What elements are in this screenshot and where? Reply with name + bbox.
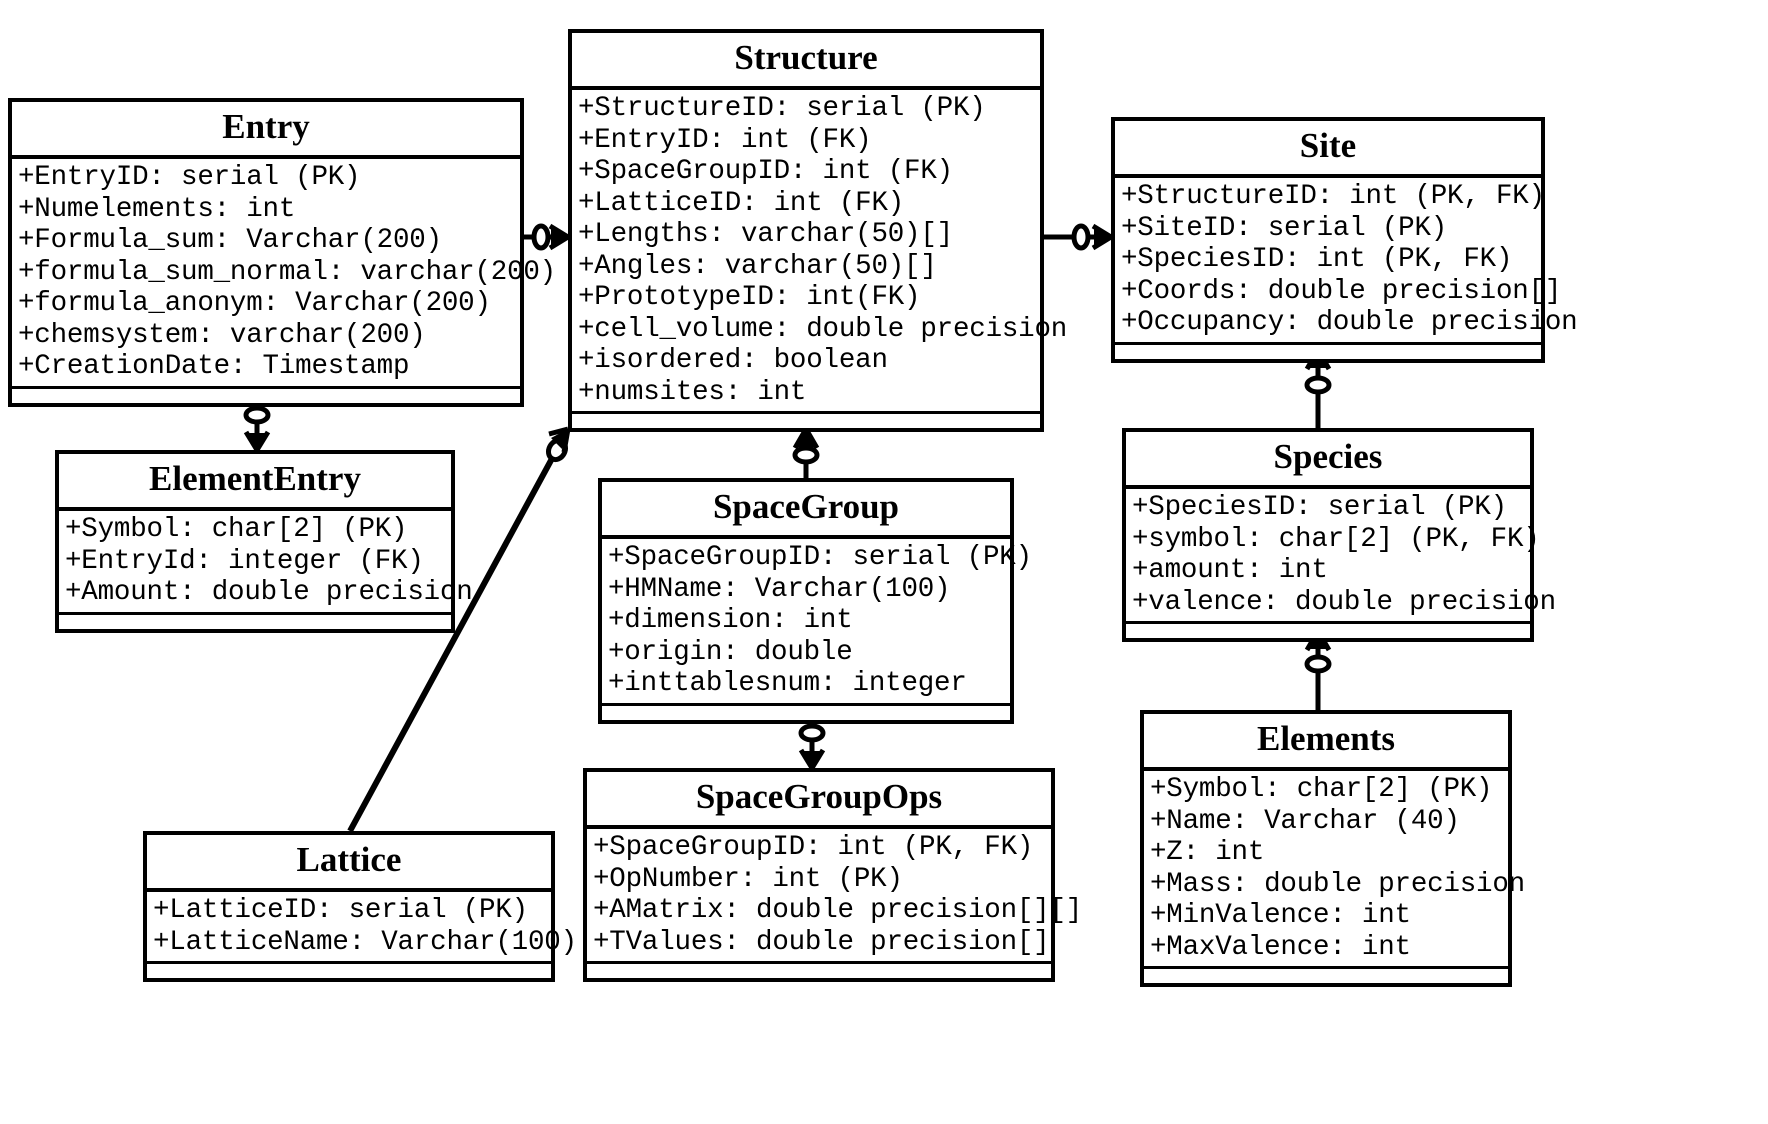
attribute-row: +OpNumber: int (PK) (593, 863, 903, 895)
connector-structure-spacegroup (792, 427, 820, 478)
connector-structure-site (1044, 223, 1113, 251)
attribute-row: +PrototypeID: int(FK) (578, 282, 921, 314)
attribute-row: +MinValence: int (1150, 900, 1411, 932)
attribute-row: +LatticeName: Varchar(100) (153, 926, 577, 958)
attribute-row: +numsites: int (578, 376, 807, 408)
attribute-row: +LatticeID: serial (PK) (153, 895, 528, 927)
entity-title-space-group-ops: SpaceGroupOps (587, 772, 1051, 830)
attribute-row: +Symbol: char[2] (PK) (1150, 774, 1493, 806)
entity-footer-elements (1144, 969, 1508, 983)
attribute-row: +dimension: int (608, 605, 853, 637)
attribute-row: +AMatrix: double precision[][] (593, 895, 1083, 927)
attribute-row: +StructureID: serial (PK) (578, 93, 986, 125)
entity-title-species: Species (1126, 432, 1530, 490)
entity-title-site: Site (1115, 121, 1541, 179)
attribute-row: +Z: int (1150, 837, 1265, 869)
entity-footer-element-entry (59, 615, 451, 629)
attribute-row: +Amount: double precision (65, 577, 473, 609)
entity-attributes-elements: +Symbol: char[2] (PK) +Name: Varchar (40… (1144, 771, 1525, 970)
entity-title-element-entry: ElementEntry (59, 454, 451, 512)
entity-title-entry: Entry (12, 102, 520, 160)
entity-attributes-space-group: +SpaceGroupID: serial (PK) +HMName: Varc… (602, 539, 1032, 706)
entity-attributes-element-entry: +Symbol: char[2] (PK) +EntryId: integer … (59, 511, 473, 615)
attribute-row: +isordered: boolean (578, 345, 888, 377)
attribute-row: +Name: Varchar (40) (1150, 805, 1460, 837)
entity-title-structure: Structure (572, 33, 1040, 91)
attribute-row: +EntryId: integer (FK) (65, 545, 424, 577)
attribute-row: +Coords: double precision[] (1121, 275, 1562, 307)
attribute-row: +SpeciesID: serial (PK) (1132, 492, 1507, 524)
entity-footer-structure (572, 414, 1040, 428)
entity-species[interactable]: Species +SpeciesID: serial (PK) +symbol:… (1122, 428, 1556, 643)
entity-attributes-structure: +StructureID: serial (PK) +EntryID: int … (572, 90, 1068, 415)
entity-lattice[interactable]: Lattice +LatticeID: serial (PK) +Lattice… (143, 831, 577, 983)
attribute-row: +HMName: Varchar(100) (608, 573, 951, 605)
entity-attributes-space-group-ops: +SpaceGroupID: int (PK, FK) +OpNumber: i… (587, 829, 1083, 965)
entity-space-group-ops[interactable]: SpaceGroupOps +SpaceGroupID: int (PK, FK… (583, 768, 1083, 983)
attribute-row: +StructureID: int (PK, FK) (1121, 181, 1545, 213)
entity-title-elements: Elements (1144, 714, 1508, 772)
entity-title-space-group: SpaceGroup (602, 482, 1010, 540)
attribute-row: +EntryID: serial (PK) (18, 162, 361, 194)
entity-title-lattice: Lattice (147, 835, 551, 893)
attribute-row: +Occupancy: double precision (1121, 307, 1578, 339)
entity-footer-site (1115, 345, 1541, 359)
entity-site[interactable]: Site +StructureID: int (PK, FK) +SiteID:… (1111, 117, 1578, 363)
attribute-row: +SpaceGroupID: int (FK) (578, 156, 953, 188)
attribute-row: +CreationDate: Timestamp (18, 351, 410, 383)
entity-elements[interactable]: Elements +Symbol: char[2] (PK) +Name: Va… (1140, 710, 1525, 988)
attribute-row: +MaxValence: int (1150, 931, 1411, 963)
attribute-row: +LatticeID: int (FK) (578, 187, 905, 219)
attribute-row: +origin: double (608, 636, 853, 668)
entity-footer-space-group (602, 706, 1010, 720)
entity-footer-entry (12, 389, 520, 403)
entity-footer-species (1126, 624, 1530, 638)
entity-attributes-entry: +EntryID: serial (PK) +Numelements: int … (12, 159, 556, 389)
entity-attributes-site: +StructureID: int (PK, FK) +SiteID: seri… (1115, 178, 1578, 345)
entity-footer-space-group-ops (587, 964, 1051, 978)
entity-attributes-lattice: +LatticeID: serial (PK) +LatticeName: Va… (147, 892, 577, 965)
attribute-row: +EntryID: int (FK) (578, 124, 872, 156)
attribute-row: +SpaceGroupID: int (PK, FK) (593, 832, 1034, 864)
attribute-row: +formula_anonym: Varchar(200) (18, 288, 491, 320)
attribute-row: +Numelements: int (18, 193, 296, 225)
attribute-row: +amount: int (1132, 555, 1328, 587)
attribute-row: +SiteID: serial (PK) (1121, 212, 1448, 244)
entity-structure[interactable]: Structure +StructureID: serial (PK) +Ent… (568, 29, 1068, 433)
attribute-row: +Symbol: char[2] (PK) (65, 514, 408, 546)
attribute-row: +Formula_sum: Varchar(200) (18, 225, 442, 257)
entity-space-group[interactable]: SpaceGroup +SpaceGroupID: serial (PK) +H… (598, 478, 1032, 724)
attribute-row: +formula_sum_normal: varchar(200) (18, 256, 556, 288)
attribute-row: +valence: double precision (1132, 586, 1556, 618)
connector-species-elements (1304, 629, 1332, 710)
attribute-row: +symbol: char[2] (PK, FK) (1132, 523, 1540, 555)
attribute-row: +Mass: double precision (1150, 868, 1525, 900)
attribute-row: +SpaceGroupID: serial (PK) (608, 542, 1032, 574)
entity-entry[interactable]: Entry +EntryID: serial (PK) +Numelements… (8, 98, 556, 407)
attribute-row: +inttablesnum: integer (608, 668, 967, 700)
attribute-row: +SpeciesID: int (PK, FK) (1121, 244, 1513, 276)
entity-element-entry[interactable]: ElementEntry +Symbol: char[2] (PK) +Entr… (55, 450, 473, 633)
attribute-row: +chemsystem: varchar(200) (18, 319, 426, 351)
attribute-row: +Angles: varchar(50)[] (578, 250, 937, 282)
attribute-row: +Lengths: varchar(50)[] (578, 219, 953, 251)
attribute-row: +TValues: double precision[] (593, 926, 1050, 958)
entity-attributes-species: +SpeciesID: serial (PK) +symbol: char[2]… (1126, 489, 1556, 625)
connector-entry-structure (524, 223, 570, 251)
attribute-row: +cell_volume: double precision (578, 313, 1068, 345)
entity-footer-lattice (147, 964, 551, 978)
